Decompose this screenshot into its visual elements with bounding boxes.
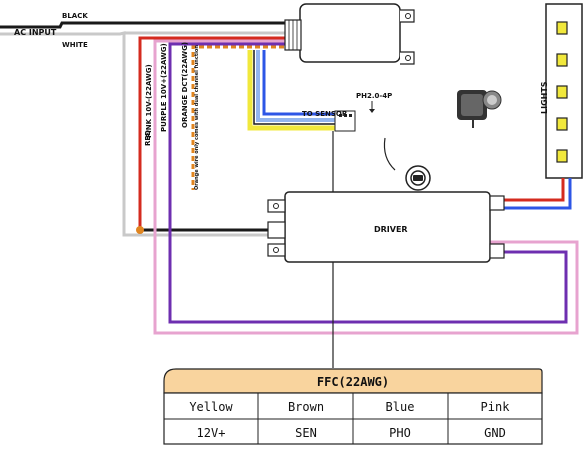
pink-wire [153, 39, 579, 335]
ac-input-wires: AC INPUT BLACK WHITE [0, 12, 300, 237]
controller-tab-top [400, 9, 415, 23]
table-value-cell: GND [484, 426, 506, 440]
ffc-light-blue [256, 50, 335, 122]
table-header-cell: Brown [288, 400, 324, 414]
to-sensor-label: TO SENSOR [302, 110, 348, 118]
table-title: FFC(22AWG) [317, 375, 389, 389]
red-wire [138, 36, 300, 230]
junction-dot [136, 226, 144, 234]
controller-tab-bottom [400, 51, 415, 65]
sensor-head [457, 90, 502, 128]
orange-wire [191, 45, 300, 190]
ffc-table: FFC(22AWG) Yellow Brown Blue Pink 12V+ S… [163, 368, 543, 445]
driver-label: DRIVER [374, 225, 408, 234]
black-wire-label: BLACK [62, 12, 88, 20]
driver: DRIVER [267, 191, 505, 263]
lights-label: LIGHTS [540, 81, 549, 114]
sensor-eye [383, 137, 431, 191]
controller-module [284, 3, 415, 65]
white-input-wire [0, 31, 268, 237]
table-header-cell: Pink [481, 400, 511, 414]
white-wire-label: WHITE [62, 41, 88, 49]
red-feed [136, 36, 300, 234]
ffc-yellow [247, 50, 335, 131]
table-value-cell: SEN [295, 426, 317, 440]
lights-blue-wire [490, 178, 572, 210]
controller-body [299, 3, 401, 63]
red-wire-label: RED [144, 130, 152, 146]
purple-wire-label: PURPLE 10V+(22AWG) [160, 43, 168, 132]
black-input-wire [0, 21, 300, 29]
pink-wire-label: PINK 10V-(22AWG) [145, 64, 153, 138]
connector-label: PH2.0-4P [356, 92, 392, 100]
orange-wire-note: Orange wire only comes with dual channel… [194, 45, 200, 190]
ffc-blue [262, 50, 335, 116]
table-value-cell: 12V+ [197, 426, 226, 440]
table-header-cell: Yellow [189, 400, 233, 414]
lights-strip: LIGHTS [490, 3, 583, 210]
table-header-cell: Blue [386, 400, 415, 414]
ffc-black [253, 50, 335, 125]
lights-red-wire [490, 178, 565, 202]
ac-input-label: AC INPUT [14, 28, 57, 37]
purple-wire [168, 42, 568, 324]
ffc-cable [247, 50, 335, 131]
orange-wire-label: ORANGE DCT(22AWG) [181, 42, 189, 128]
table-value-cell: PHO [389, 426, 411, 440]
